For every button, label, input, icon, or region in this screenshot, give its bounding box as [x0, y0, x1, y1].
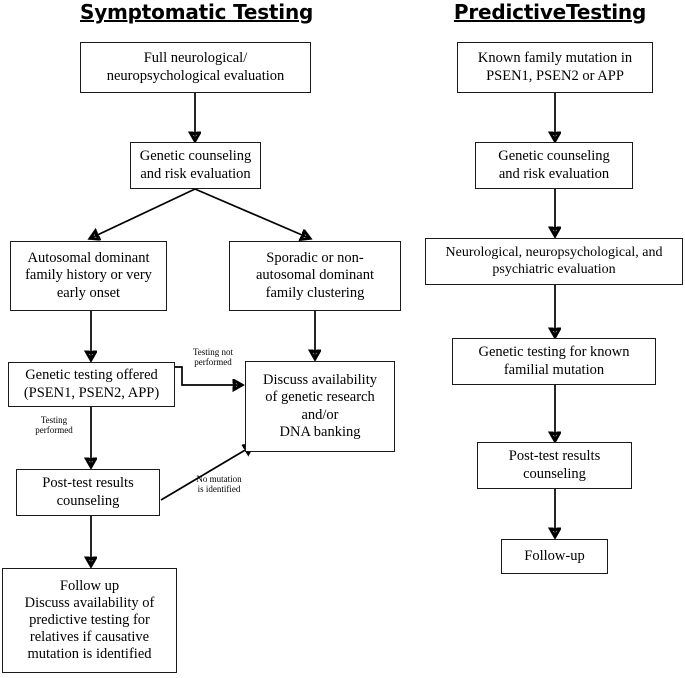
edge-label-testing-not-performed: Testing not performed	[192, 347, 234, 368]
column-title-symptomatic: Symptomatic Testing	[80, 0, 314, 24]
node-genetic-testing-offered[interactable]: Genetic testing offered (PSEN1, PSEN2, A…	[8, 362, 175, 407]
node-sporadic-or-non-autosomal-dominant[interactable]: Sporadic or non- autosomal dominant fami…	[229, 241, 401, 311]
edge-counseling-to-autosomal	[91, 188, 196, 238]
node-genetic-counseling-risk-evaluation[interactable]: Genetic counseling and risk evaluation	[130, 142, 261, 189]
edge-no-mutation-identified	[160, 446, 252, 501]
node-discuss-availability-research-dna-banking[interactable]: Discuss availability of genetic research…	[245, 361, 395, 452]
node-known-family-mutation[interactable]: Known family mutation in PSEN1, PSEN2 or…	[457, 42, 653, 93]
node-post-test-results-counseling[interactable]: Post-test results counseling	[16, 469, 160, 516]
node-follow-up-predictive-testing[interactable]: Follow up Discuss availability of predic…	[2, 568, 177, 673]
node-neurological-neuropsychological-psychiatric[interactable]: Neurological, neuropsychological, and ps…	[425, 238, 683, 285]
node-follow-up[interactable]: Follow-up	[501, 539, 608, 574]
edge-label-testing-performed: Testing performed	[35, 415, 73, 436]
node-post-test-results-counseling-predictive[interactable]: Post-test results counseling	[477, 442, 632, 489]
node-autosomal-dominant-family-history[interactable]: Autosomal dominant family history or ver…	[10, 241, 167, 311]
edge-counseling-to-sporadic	[194, 188, 309, 238]
node-genetic-testing-familial-mutation[interactable]: Genetic testing for known familial mutat…	[452, 338, 656, 385]
node-genetic-counseling-risk-evaluation-predictive[interactable]: Genetic counseling and risk evaluation	[475, 142, 633, 189]
edge-label-no-mutation-identified: No mutation is identified	[196, 474, 242, 495]
edge-testing-not-performed	[175, 366, 241, 385]
column-title-predictive: PredictiveTesting	[453, 0, 647, 24]
node-full-neurological-evaluation[interactable]: Full neurological/ neuropsychological ev…	[80, 42, 311, 93]
